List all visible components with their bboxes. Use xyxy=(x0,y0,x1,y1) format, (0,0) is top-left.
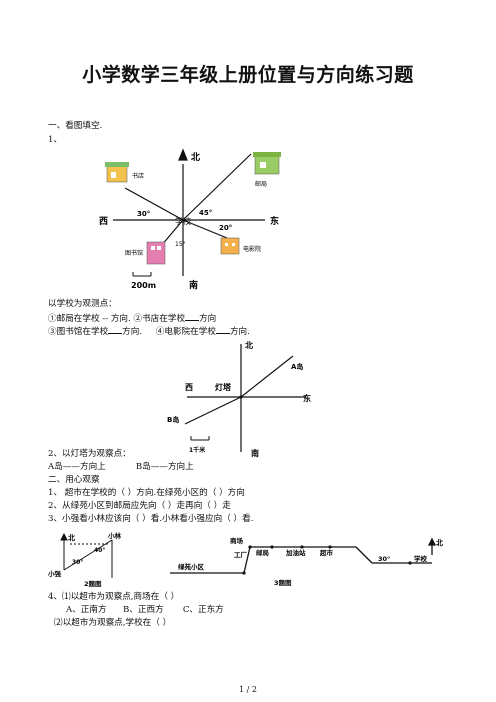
west-label: 西 xyxy=(99,216,108,227)
east-label-2: 东 xyxy=(303,393,311,403)
south-label-2: 南 xyxy=(251,448,259,458)
diagram-lighthouse: 北 南 东 西 灯塔 A岛 B岛 1千米 xyxy=(167,340,311,458)
fig4-gas: 加油站 xyxy=(285,548,306,557)
east-label: 东 xyxy=(270,215,279,227)
post-office-building-icon xyxy=(253,152,281,175)
section-2-heading: 二、用心观察 xyxy=(48,475,100,485)
scale-label: 200m xyxy=(131,281,156,290)
fig3-north: 北 xyxy=(68,533,75,542)
compass-axes xyxy=(113,148,265,276)
fig4-north: 北 xyxy=(436,538,443,547)
compass-axes-2 xyxy=(184,344,305,452)
fig4-factory: 工厂 xyxy=(234,551,248,559)
fig3-caption: 2题图 xyxy=(84,579,102,588)
island-a-label: A岛 xyxy=(291,362,303,371)
figure-street-map: 商场 邮局 加油站 超市 工厂 绿苑小区 30° 学校 北 3题图 xyxy=(170,536,443,587)
post-office-label: 邮局 xyxy=(255,180,267,188)
q4-option-c: C、正东方 xyxy=(182,605,224,615)
q4-options: A、正南方 B、正西方 C、正东方 xyxy=(66,605,224,616)
q1-line-2: ①邮局在学校 -- 方向. ②书店在学校方向 xyxy=(48,314,217,324)
bookstore-label: 书店 xyxy=(132,172,144,180)
north-label-2: 北 xyxy=(245,340,253,350)
south-label: 南 xyxy=(189,279,198,291)
q4-option-a: A、正南方 xyxy=(66,605,107,615)
q4-line-2: ⑵以超市为观察点,学校在（ ） xyxy=(54,618,172,628)
fig4-school: 学校 xyxy=(414,554,428,563)
fig4-mall: 商场 xyxy=(230,536,244,545)
diagram-school-directions: 北 南 东 西 学校 30° 45° 20° 15° 书店 邮局 图书馆 电影院… xyxy=(99,148,281,291)
library-building-icon xyxy=(146,241,166,265)
q1-line-1: 以学校为观测点： xyxy=(48,299,117,309)
question-1-label: 1、 xyxy=(48,135,63,145)
fig3-xiaoqiang: 小强 xyxy=(48,569,62,578)
s2-line-2: 2、从绿苑小区到邮局应先向（ ）走再向（ ）走 xyxy=(48,501,231,511)
q2-line-2: A岛——方向上 B岛——方向上 xyxy=(48,462,194,472)
s2-line-1: 1、 超市在学校的（ ）方向.在绿苑小区的（ ）方向 xyxy=(48,488,245,498)
scale-bar xyxy=(132,272,152,277)
cinema-label: 电影院 xyxy=(243,245,261,253)
s2-line-3: 3、小强看小林应该向（ ）看.小林看小强应向（ ）看. xyxy=(48,514,254,524)
fig4-angle-30: 30° xyxy=(378,555,390,563)
fig4-lvyuan: 绿苑小区 xyxy=(178,562,205,571)
fig4-super: 超市 xyxy=(319,548,334,557)
cinema-building-icon xyxy=(220,237,240,255)
library-label: 图书馆 xyxy=(125,249,143,257)
q4-line-1: 4、⑴以超市为观察点,商场在（ ） xyxy=(48,592,180,602)
west-label-2: 西 xyxy=(185,383,193,392)
section-1-heading: 一、看图填空. xyxy=(48,121,103,131)
north-label: 北 xyxy=(191,151,200,163)
figure-xiaoqiang-xiaolin: 北 小林 小强 40° 30° 2题图 xyxy=(48,531,122,588)
lighthouse-point xyxy=(239,395,243,399)
center-label: 学校 xyxy=(175,216,191,226)
fig3-angle-30: 30° xyxy=(72,559,83,566)
q1-line-3: ③图书馆在学校方向. ④电影院在学校方向. xyxy=(48,327,250,337)
lighthouse-label: 灯塔 xyxy=(215,382,232,392)
angle-20: 20° xyxy=(219,224,232,232)
fig4-caption: 3题图 xyxy=(274,578,292,587)
scale-label-2: 1千米 xyxy=(189,446,205,454)
page-footer: 1 / 2 xyxy=(239,685,257,694)
fig4-post: 邮局 xyxy=(256,548,270,557)
fig3-xiaolin: 小林 xyxy=(107,531,122,540)
angle-45: 45° xyxy=(199,209,212,217)
angle-30: 30° xyxy=(137,210,150,218)
bookstore-building-icon xyxy=(105,162,129,183)
island-b-label: B岛 xyxy=(167,415,179,424)
q2-line-1: 2、以灯塔为观察点： xyxy=(48,449,131,459)
page-title: 小学数学三年级上册位置与方向练习题 xyxy=(82,64,414,86)
scale-bar-2 xyxy=(190,436,210,441)
q4-option-b: B、正西方 xyxy=(122,605,164,615)
fig3-angle-40: 40° xyxy=(94,547,105,554)
angle-15: 15° xyxy=(175,241,186,248)
